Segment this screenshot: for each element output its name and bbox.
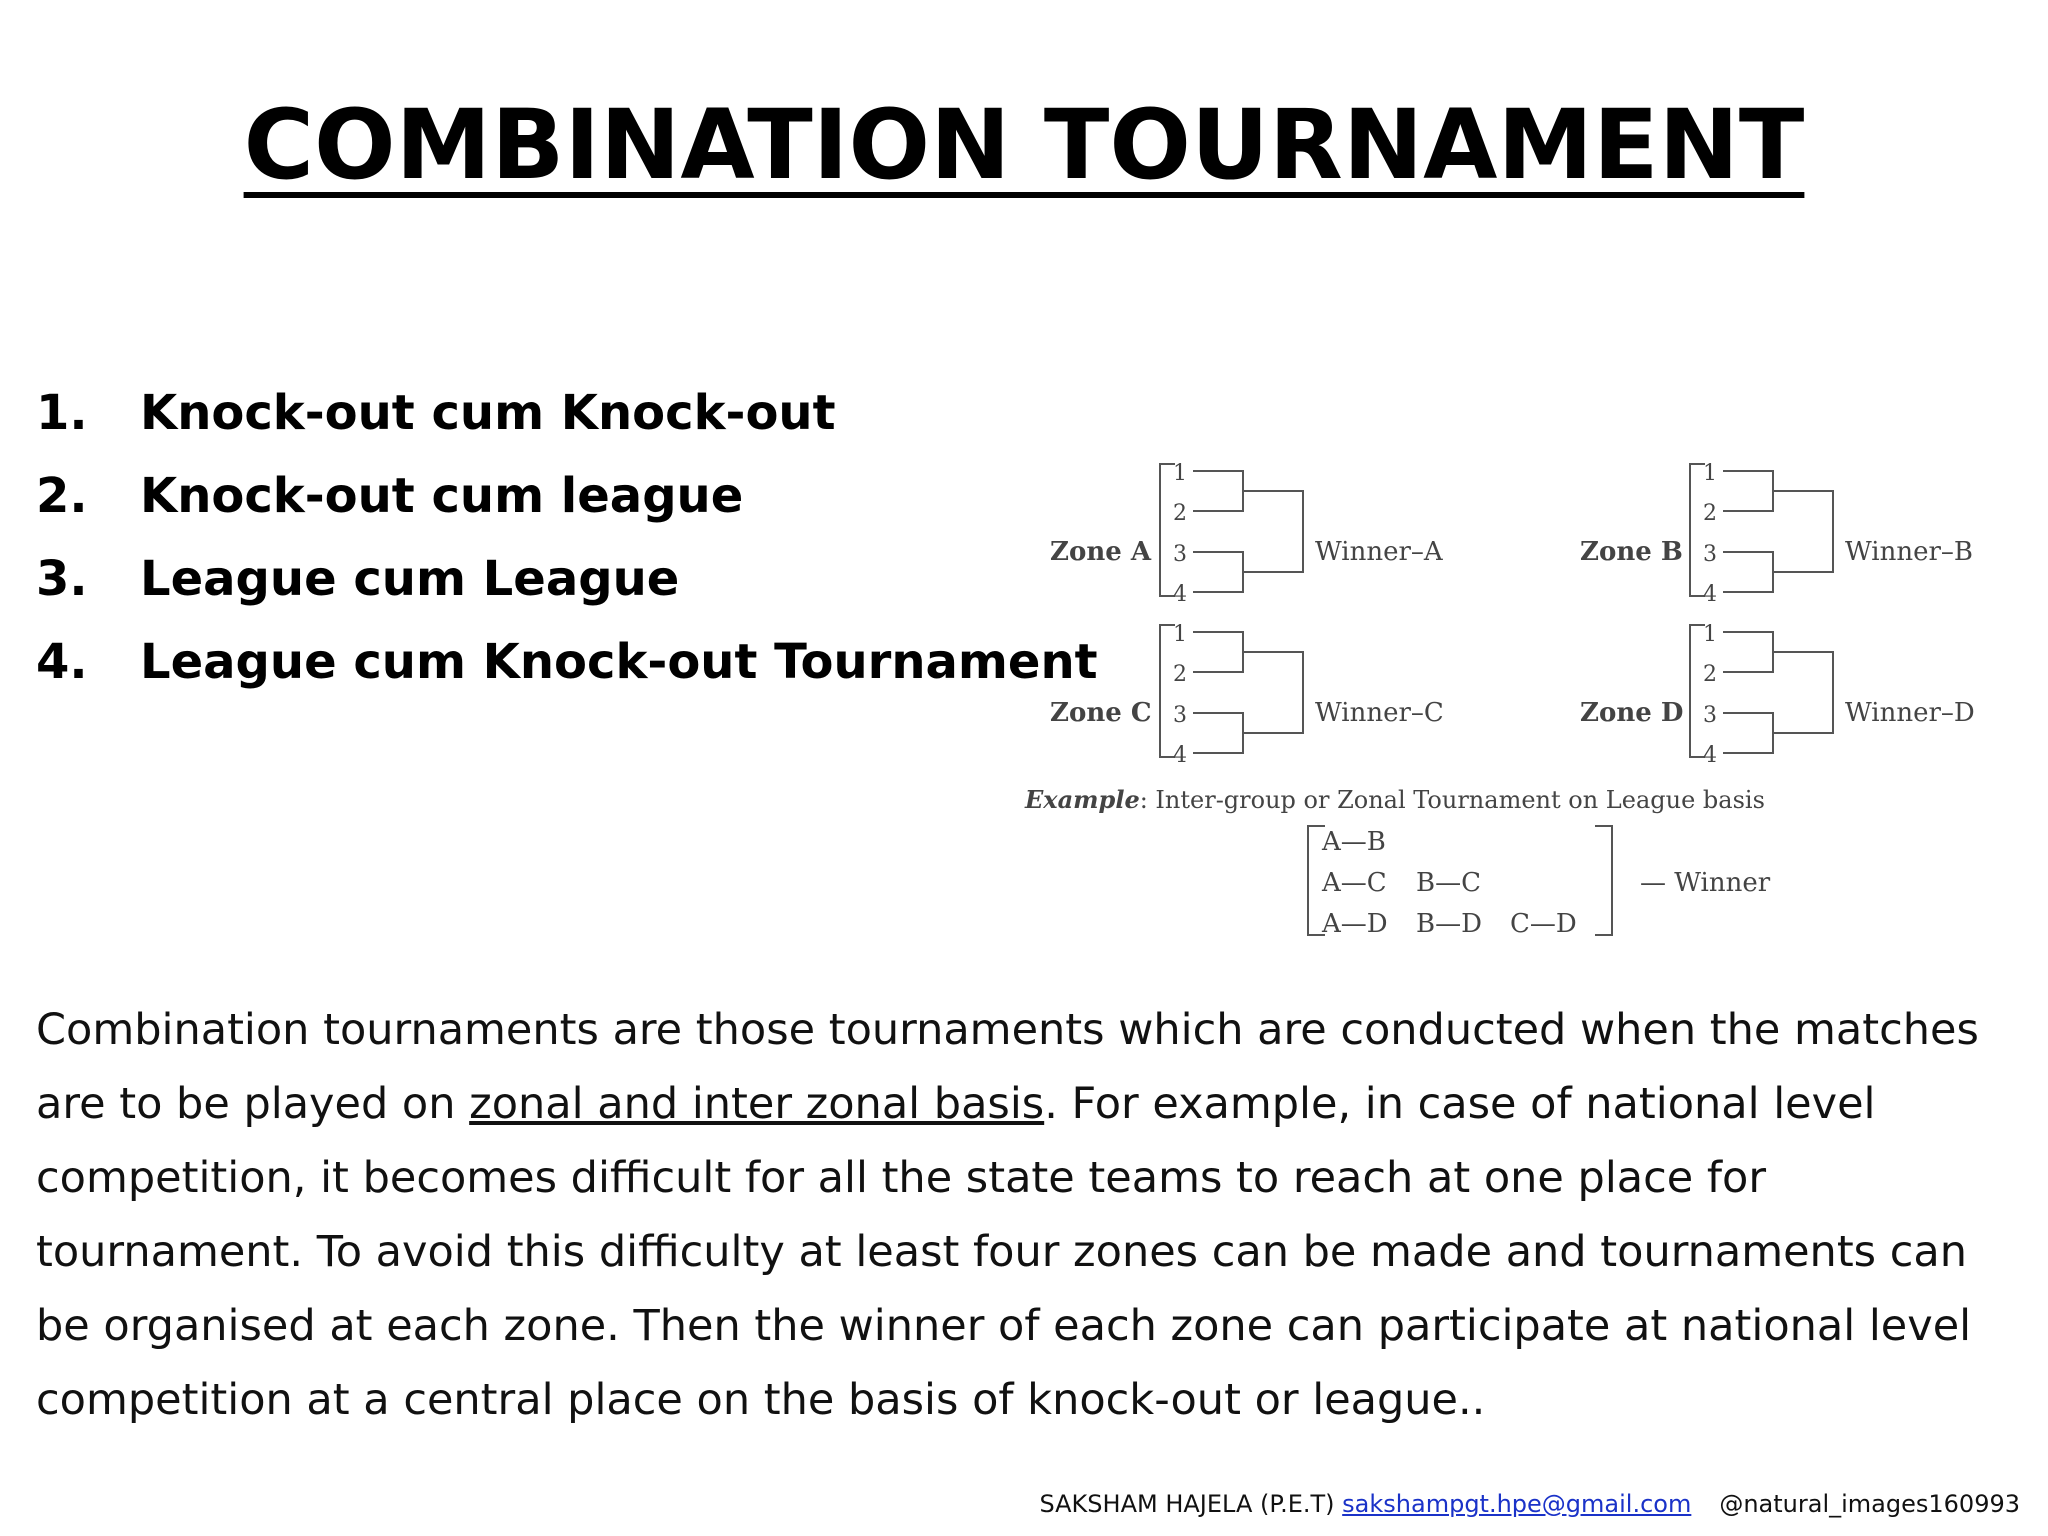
zone-bracket: Zone D 1 2 3 4 Winner–D [1580, 622, 1975, 768]
league-match: B—C [1416, 868, 1481, 898]
team-number: 3 [1703, 703, 1717, 728]
team-number: 1 [1703, 461, 1717, 486]
final-bracket [1773, 651, 1834, 734]
match-bracket [1723, 551, 1774, 593]
match-bracket [1193, 631, 1244, 673]
list-item: 1. Knock-out cum Knock-out [36, 372, 1098, 455]
team-number: 4 [1173, 743, 1187, 768]
paragraph-underlined-text: zonal and inter zonal basis [469, 1079, 1045, 1129]
tournament-types-list: 1. Knock-out cum Knock-out 2. Knock-out cu… [36, 372, 1098, 704]
example-label: Example [1024, 785, 1140, 814]
final-winner-label: — Winner [1640, 868, 1771, 898]
league-match: A—C [1321, 868, 1387, 898]
league-match: A—D [1321, 909, 1388, 939]
final-bracket [1773, 490, 1834, 573]
list-item-number: 3. [36, 551, 88, 607]
zone-group-bracket [1159, 624, 1175, 758]
league-matches: A—B A—C B—C A—D B—D C—D — Winner [1307, 825, 1771, 939]
league-match: B—D [1416, 909, 1482, 939]
page-title: COMBINATION TOURNAMENT [0, 88, 2048, 203]
zone-group-bracket [1159, 463, 1175, 597]
team-number: 3 [1703, 542, 1717, 567]
league-bracket-right [1595, 825, 1613, 936]
match-bracket [1193, 470, 1244, 512]
title-text: COMBINATION TOURNAMENT [243, 89, 1805, 201]
team-number: 4 [1703, 582, 1717, 607]
final-bracket [1243, 651, 1304, 734]
list-item-label: League cum Knock-out Tournament [140, 634, 1098, 690]
list-item-number: 2. [36, 468, 88, 524]
list-item-number: 4. [36, 634, 88, 690]
team-number: 3 [1173, 703, 1187, 728]
description-paragraph: Combination tournaments are those tourna… [36, 993, 2026, 1437]
paragraph-text-1: Combination tournaments are those tourna… [36, 1005, 1979, 1129]
author-name: SAKSHAM HAJELA (P.E.T) [1039, 1490, 1343, 1518]
zone-label: Zone B [1580, 537, 1683, 567]
example-caption: Example: Inter-group or Zonal Tournament… [1024, 785, 1765, 814]
example-text: : Inter-group or Zonal Tournament on Lea… [1140, 786, 1765, 814]
zone-bracket: Zone B 1 2 3 4 Winner–B [1580, 461, 1973, 607]
team-number: 1 [1173, 622, 1187, 647]
list-item: 2. Knock-out cum league [36, 455, 1098, 538]
zone-winner-label: Winner–C [1315, 698, 1444, 728]
list-item-label: Knock-out cum Knock-out [140, 385, 836, 441]
list-item-number: 1. [36, 385, 88, 441]
zone-group-bracket [1689, 624, 1705, 758]
team-number: 2 [1173, 662, 1187, 687]
zone-bracket: Zone C 1 2 3 4 Winner–C [1050, 622, 1444, 768]
zone-winner-label: Winner–A [1315, 537, 1444, 567]
team-number: 1 [1173, 461, 1187, 486]
league-bracket-left [1307, 825, 1325, 936]
list-item-label: Knock-out cum league [140, 468, 744, 524]
zone-winner-label: Winner–B [1845, 537, 1973, 567]
list-item: 3. League cum League [36, 538, 1098, 621]
email-link[interactable]: sakshampgt.hpe@gmail.com [1342, 1490, 1692, 1518]
paragraph-text-2: . For example, in case of national level… [36, 1079, 1972, 1425]
list-item: 4. League cum Knock-out Tournament [36, 621, 1098, 704]
list-item-label: League cum League [140, 551, 680, 607]
zone-label: Zone D [1580, 698, 1683, 728]
social-handle: @natural_images160993 [1719, 1490, 2020, 1518]
final-bracket [1243, 490, 1304, 573]
team-number: 2 [1703, 501, 1717, 526]
footer-credit: SAKSHAM HAJELA (P.E.T) sakshampgt.hpe@gm… [1039, 1490, 2020, 1518]
match-bracket [1723, 631, 1774, 673]
team-number: 2 [1173, 501, 1187, 526]
zone-label: Zone A [1050, 537, 1152, 567]
match-bracket [1193, 712, 1244, 754]
zone-group-bracket [1689, 463, 1705, 597]
zone-bracket: Zone A 1 2 3 4 Winner–A [1050, 461, 1444, 607]
team-number: 4 [1703, 743, 1717, 768]
league-match: A—B [1321, 827, 1386, 857]
match-bracket [1723, 470, 1774, 512]
zone-winner-label: Winner–D [1845, 698, 1975, 728]
match-bracket [1723, 712, 1774, 754]
team-number: 2 [1703, 662, 1717, 687]
team-number: 3 [1173, 542, 1187, 567]
team-number: 1 [1703, 622, 1717, 647]
match-bracket [1193, 551, 1244, 593]
team-number: 4 [1173, 582, 1187, 607]
zone-label: Zone C [1050, 698, 1152, 728]
league-match: C—D [1510, 909, 1577, 939]
